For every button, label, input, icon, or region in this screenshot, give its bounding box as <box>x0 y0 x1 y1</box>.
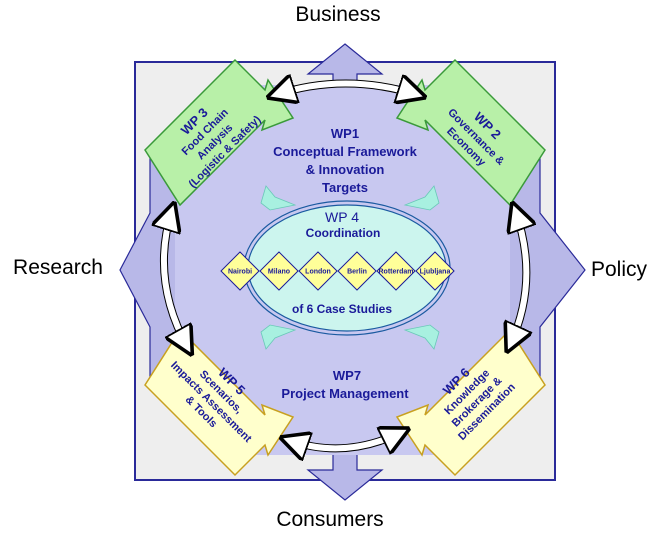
teal-arrow-to-wp6 <box>403 324 440 350</box>
case-study-cities: Nairobi Milano London Berlin Rotterdam Ljublj… <box>220 251 455 291</box>
city-label: Ljubljana <box>420 269 451 276</box>
wp6-box: WP 6 Knowledge Brokerage & Dissemination <box>395 328 546 477</box>
wp4-title: WP 4 <box>325 209 359 225</box>
label-business: Business <box>295 3 380 26</box>
wp1-line3: & Innovation <box>306 162 385 177</box>
label-policy: Policy <box>591 258 648 281</box>
wp1-line4: Targets <box>322 180 368 195</box>
wp1-line2: Conceptual Framework <box>273 144 418 159</box>
city-diamond-milano: Milano <box>259 251 299 291</box>
city-label: London <box>305 269 331 276</box>
city-diamond-rotterdam: Rotterdam <box>376 251 416 291</box>
wp7-line1: WP7 <box>333 368 361 383</box>
city-label: Milano <box>268 269 290 276</box>
wp4-subtitle: Coordination <box>306 226 381 240</box>
label-research: Research <box>13 256 103 279</box>
city-diamond-berlin: Berlin <box>337 251 377 291</box>
city-label: Berlin <box>347 269 367 276</box>
curved-arrows <box>164 84 526 449</box>
city-diamond-nairobi: Nairobi <box>220 251 260 291</box>
teal-arrow-to-wp2 <box>403 185 440 211</box>
wp7-line2: Project Management <box>281 386 409 401</box>
city-diamond-ljubljana: Ljubljana <box>415 251 455 291</box>
city-diamond-london: London <box>298 251 338 291</box>
teal-arrow-to-wp3 <box>260 185 297 211</box>
teal-arrow-to-wp5 <box>260 324 297 350</box>
city-label: Rotterdam <box>378 269 413 276</box>
wp1-line1: WP1 <box>331 126 359 141</box>
label-consumers: Consumers <box>276 508 383 531</box>
city-label: Nairobi <box>228 269 252 276</box>
wp4-footer: of 6 Case Studies <box>292 302 392 316</box>
